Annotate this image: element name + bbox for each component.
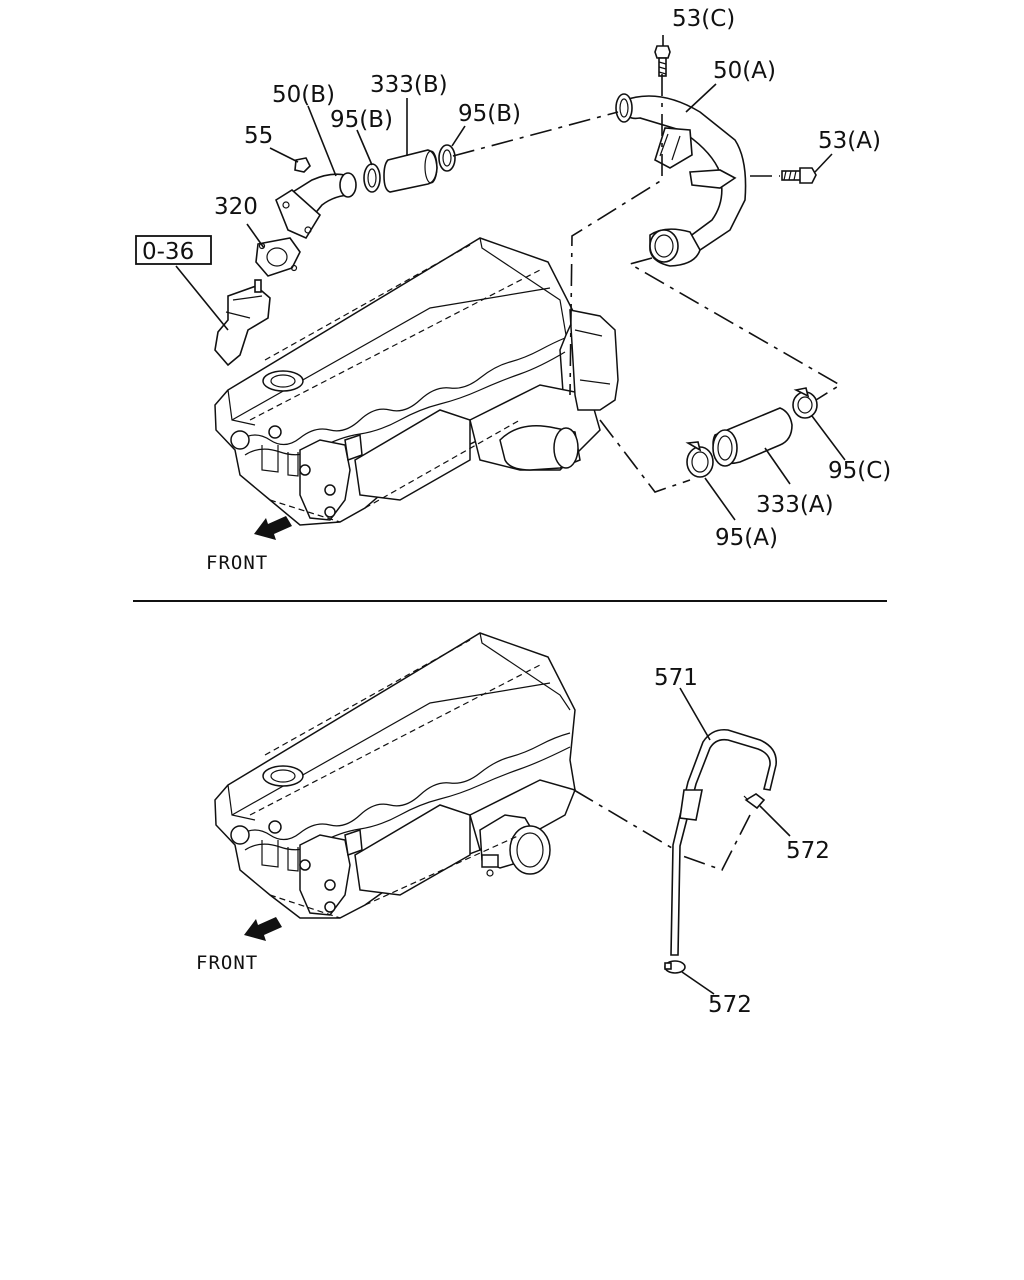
label-572-lower: 572	[708, 992, 752, 1018]
label-53a: 53(A)	[818, 128, 881, 154]
label-53c: 53(C)	[672, 6, 735, 32]
front-indicator-bottom: FRONT	[196, 917, 282, 974]
front-arrow-icon	[244, 917, 282, 941]
label-572-upper: 572	[786, 838, 830, 864]
bottom-labels: 571 572 572	[654, 665, 830, 1018]
label-95c: 95(C)	[828, 458, 891, 484]
thermostat-housing	[214, 285, 271, 367]
label-ref-036: 0-36	[142, 239, 194, 265]
label-333a: 333(A)	[756, 492, 834, 518]
nut-55	[294, 157, 311, 173]
bottom-engine-assembly	[214, 632, 577, 919]
top-connection-lines	[452, 74, 842, 493]
clamp-95b-left	[363, 163, 381, 193]
bolt-53c	[654, 45, 671, 77]
pipe-571	[670, 728, 777, 956]
hose-set-lower-right	[685, 387, 818, 478]
front-indicator-top: FRONT	[206, 516, 292, 574]
label-320: 320	[214, 194, 258, 220]
clamp-95c	[792, 391, 818, 419]
oil-filler-cap	[262, 370, 304, 392]
label-95b-left: 95(B)	[330, 107, 393, 133]
front-label-bottom: FRONT	[196, 952, 258, 974]
front-label-top: FRONT	[206, 552, 268, 574]
clamp-95b-right	[438, 144, 456, 172]
label-50b: 50(B)	[272, 82, 335, 108]
bolt-53a	[781, 167, 817, 184]
top-labels: 53(C) 50(A) 53(A) 50(B) 333(B) 95(B) 95(…	[135, 6, 891, 551]
label-50a: 50(A)	[713, 58, 776, 84]
label-571: 571	[654, 665, 698, 691]
label-95b-right: 95(B)	[458, 101, 521, 127]
top-engine-assembly	[214, 237, 619, 526]
label-55: 55	[244, 123, 273, 149]
clamp-572-lower	[664, 960, 686, 974]
pipe-50a	[624, 95, 747, 251]
front-arrow-icon	[254, 516, 292, 540]
hose-333b	[383, 149, 438, 193]
bottom-connection-lines	[573, 789, 751, 871]
ref-box-036	[135, 235, 212, 265]
label-333b: 333(B)	[370, 72, 448, 98]
pipe-571-assembly	[664, 728, 777, 974]
throttle-body	[479, 814, 551, 877]
clamp-572-upper	[743, 793, 766, 810]
label-95a: 95(A)	[715, 525, 778, 551]
intercooler-duct	[569, 309, 619, 411]
top-leader-lines	[175, 35, 846, 521]
bottom-leader-lines	[679, 687, 791, 995]
